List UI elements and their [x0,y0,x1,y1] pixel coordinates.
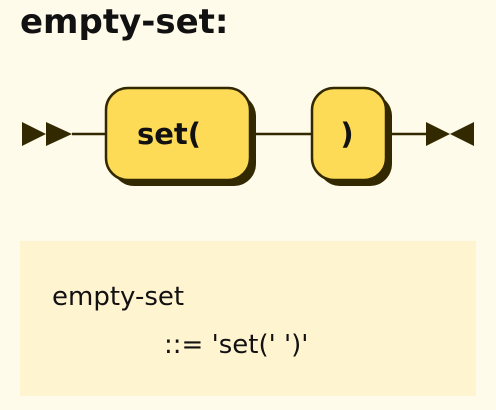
start-marker-icon [22,122,72,146]
terminal-box [104,86,252,182]
railroad-diagram: set( ) [22,86,474,186]
terminal-label: set( [137,117,201,151]
terminal-close-paren: ) [310,86,392,186]
rule-title: empty-set: [20,2,229,42]
ebnf-rule-definition: ::= 'set(' ')' [164,330,309,360]
ebnf-rule-name: empty-set [52,282,185,312]
terminal-label: ) [340,117,353,151]
end-marker-icon [426,122,474,146]
terminal-set-open: set( [104,86,256,186]
ebnf-definition-box: empty-set ::= 'set(' ')' [20,241,476,396]
terminal-box [310,86,388,182]
